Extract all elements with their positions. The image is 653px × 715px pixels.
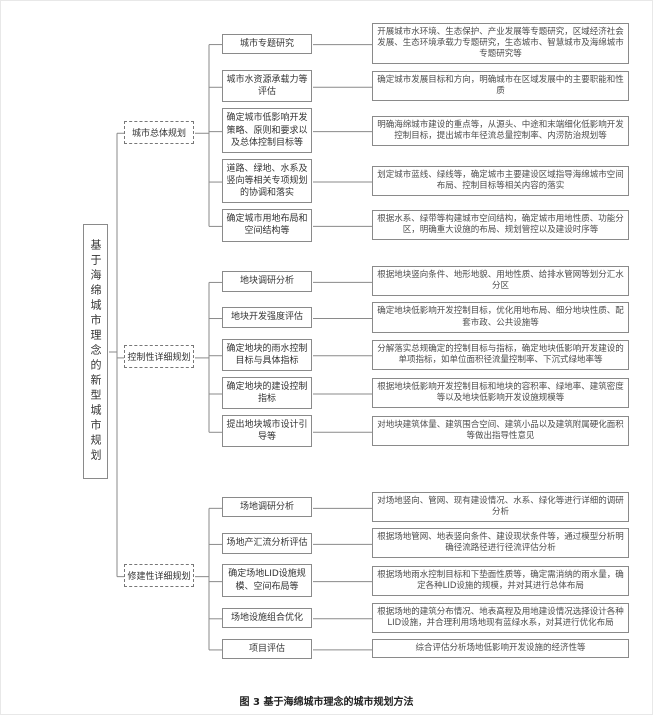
task-label: 确定场地LID设施规模、空间布局等 <box>228 569 306 592</box>
description-box: 确定城市发展目标和方向，明确城市在区域发展中的主要职能和性质 <box>372 71 629 102</box>
task-box: 确定场地LID设施规模、空间布局等 <box>222 564 312 597</box>
plan-section: 控制性详细规划 地块调研分析 根据地块竖向条件、地形地貌、用地性质、给排水管网等… <box>124 254 629 461</box>
task-box: 提出地块城市设计引导等 <box>222 415 312 448</box>
description-box: 对场地竖向、管网、现有建设情况、水系、绿化等进行详细的调研分析 <box>372 492 629 523</box>
task-box: 确定城市低影响开发策略、原则和要求以及总体控制目标等 <box>222 108 312 153</box>
section-rows: 城市专题研究 开展城市水环境、生态保护、产业发展等专题研究，区域经济社会发展、生… <box>222 23 629 242</box>
flow-row: 确定地块的建设控制指标 根据地块低影响开发控制目标和地块的容积率、绿地率、建筑密… <box>222 376 629 410</box>
flow-row: 确定地块的雨水控制目标与具体指标 分解落实总规确定的控制目标与指标，确定地块低影… <box>222 338 629 371</box>
task-label: 确定城市低影响开发策略、原则和要求以及总体控制目标等 <box>226 113 308 148</box>
task-box: 场地设施组合优化 <box>222 607 312 628</box>
section-label: 修建性详细规划 <box>124 564 194 588</box>
section-rows: 地块调研分析 根据地块竖向条件、地形地貌、用地性质、给排水管网等划分汇水分区 地… <box>222 266 629 448</box>
task-box: 城市专题研究 <box>222 33 312 54</box>
description-text: 根据地块低影响开发控制目标和地块的容积率、绿地率、建筑密度等以及地块低影响开发设… <box>377 381 624 403</box>
description-box: 划定城市蓝线、绿线等，确定城市主要建设区域指导海绵城市空间布局、控制目标等相关内… <box>372 166 629 197</box>
description-text: 确定地块低影响开发控制目标，优化用地布局、细分地块性质、配套市政、公共设施等 <box>377 306 624 328</box>
description-box: 根据场地的建筑分布情况、地表高程及用地建设情况选择设计各种LID设施，并合理利用… <box>372 602 629 633</box>
task-label: 确定城市用地布局和空间结构等 <box>226 214 308 237</box>
task-box: 地块开发强度评估 <box>222 307 312 328</box>
description-text: 综合评估分析场地低影响开发设施的经济性等 <box>415 643 586 654</box>
flowchart: 基于海绵城市理念的新型城市规划 城市总体规划 城市专题研究 开展城市水环境、生态… <box>83 23 629 679</box>
description-box: 对地块建筑体量、建筑围合空间、建筑小品以及建筑附属硬化面积等做出指导性意见 <box>372 416 629 447</box>
task-label: 项目评估 <box>248 643 285 654</box>
task-box: 地块调研分析 <box>222 271 312 292</box>
description-text: 确定城市发展目标和方向，明确城市在区域发展中的主要职能和性质 <box>377 75 624 97</box>
task-box: 确定地块的雨水控制目标与具体指标 <box>222 338 312 371</box>
figure-caption: 图 3 基于海绵城市理念的城市规划方法 <box>239 697 414 708</box>
description-box: 明确海绵城市建设的重点等，从源头、中途和末端细化低影响开发控制目标，提出城市年径… <box>372 115 629 146</box>
description-box: 根据地块低影响开发控制目标和地块的容积率、绿地率、建筑密度等以及地块低影响开发设… <box>372 377 629 409</box>
flow-row: 项目评估 综合评估分析场地低影响开发设施的经济性等 <box>222 638 629 659</box>
description-text: 根据地块竖向条件、地形地貌、用地性质、给排水管网等划分汇水分区 <box>377 270 624 292</box>
root-column: 基于海绵城市理念的新型城市规划 <box>83 23 108 679</box>
sections-column: 城市总体规划 城市专题研究 开展城市水环境、生态保护、产业发展等专题研究，区域经… <box>124 23 629 679</box>
task-label: 场地产汇流分析评估 <box>226 538 308 549</box>
description-box: 综合评估分析场地低影响开发设施的经济性等 <box>372 639 629 659</box>
description-text: 根据场地管网、地表竖向条件、建设现状条件等，通过模型分析明确径流路径进行径流评估… <box>377 532 624 554</box>
plan-section: 修建性详细规划 场地调研分析 对场地竖向、管网、现有建设情况、水系、绿化等进行详… <box>124 472 629 679</box>
task-label: 确定地块的雨水控制目标与具体指标 <box>226 343 308 366</box>
task-label: 道路、绿地、水系及竖向等相关专项规划的协调和落实 <box>226 163 308 199</box>
flow-row: 场地设施组合优化 根据场地的建筑分布情况、地表高程及用地建设情况选择设计各种LI… <box>222 602 629 633</box>
section-label: 城市总体规划 <box>124 120 194 144</box>
description-text: 对场地竖向、管网、现有建设情况、水系、绿化等进行详细的调研分析 <box>377 496 624 518</box>
description-box: 分解落实总规确定的控制目标与指标，确定地块低影响开发建设的单项指标，如单位面积径… <box>372 339 629 370</box>
description-text: 分解落实总规确定的控制目标与指标，确定地块低影响开发建设的单项指标，如单位面积径… <box>377 343 624 365</box>
flow-row: 提出地块城市设计引导等 对地块建筑体量、建筑围合空间、建筑小品以及建筑附属硬化面… <box>222 415 629 448</box>
description-box: 根据场地管网、地表竖向条件、建设现状条件等，通过模型分析明确径流路径进行径流评估… <box>372 528 629 559</box>
description-text: 根据水系、绿带等构建城市空间结构，确定城市用地性质、功能分区，明确重大设施的布局… <box>377 214 624 236</box>
description-box: 根据场地雨水控制目标和下垫面性质等，确定需消纳的雨水量，确定各种LID设施的规模… <box>372 565 629 596</box>
task-label: 确定地块的建设控制指标 <box>226 381 308 404</box>
task-box: 项目评估 <box>222 638 312 659</box>
flow-row: 确定城市用地布局和空间结构等 根据水系、绿带等构建城市空间结构，确定城市用地性质… <box>222 209 629 242</box>
task-box: 场地产汇流分析评估 <box>222 533 312 554</box>
task-box: 确定城市用地布局和空间结构等 <box>222 209 312 242</box>
task-box: 道路、绿地、水系及竖向等相关专项规划的协调和落实 <box>222 158 312 204</box>
flow-row: 确定城市低影响开发策略、原则和要求以及总体控制目标等 明确海绵城市建设的重点等，… <box>222 108 629 153</box>
flow-row: 地块调研分析 根据地块竖向条件、地形地貌、用地性质、给排水管网等划分汇水分区 <box>222 266 629 297</box>
task-box: 城市水资源承载力等评估 <box>222 70 312 103</box>
description-text: 开展城市水环境、生态保护、产业发展等专题研究，区域经济社会发展、生态环境承载力专… <box>377 27 624 60</box>
task-label: 城市专题研究 <box>239 38 294 49</box>
root-box: 基于海绵城市理念的新型城市规划 <box>83 223 108 479</box>
description-box: 根据地块竖向条件、地形地貌、用地性质、给排水管网等划分汇水分区 <box>372 266 629 297</box>
task-label: 场地设施组合优化 <box>230 612 303 623</box>
section-label: 控制性详细规划 <box>124 345 194 369</box>
flow-row: 城市专题研究 开展城市水环境、生态保护、产业发展等专题研究，区域经济社会发展、生… <box>222 23 629 65</box>
flow-row: 城市水资源承载力等评估 确定城市发展目标和方向，明确城市在区域发展中的主要职能和… <box>222 70 629 103</box>
flow-row: 场地调研分析 对场地竖向、管网、现有建设情况、水系、绿化等进行详细的调研分析 <box>222 492 629 523</box>
task-label: 城市水资源承载力等评估 <box>226 75 308 98</box>
description-text: 根据场地雨水控制目标和下垫面性质等，确定需消纳的雨水量，确定各种LID设施的规模… <box>377 569 624 591</box>
task-box: 场地调研分析 <box>222 497 312 518</box>
flow-row: 道路、绿地、水系及竖向等相关专项规划的协调和落实 划定城市蓝线、绿线等，确定城市… <box>222 158 629 204</box>
plan-section: 城市总体规划 城市专题研究 开展城市水环境、生态保护、产业发展等专题研究，区域经… <box>124 23 629 242</box>
description-text: 明确海绵城市建设的重点等，从源头、中途和末端细化低影响开发控制目标，提出城市年径… <box>377 119 624 141</box>
description-text: 对地块建筑体量、建筑围合空间、建筑小品以及建筑附属硬化面积等做出指导性意见 <box>377 420 624 442</box>
task-label: 地块开发强度评估 <box>230 312 303 323</box>
description-box: 开展城市水环境、生态保护、产业发展等专题研究，区域经济社会发展、生态环境承载力专… <box>372 23 629 65</box>
description-text: 根据场地的建筑分布情况、地表高程及用地建设情况选择设计各种LID设施，并合理利用… <box>377 606 624 628</box>
description-text: 划定城市蓝线、绿线等，确定城市主要建设区域指导海绵城市空间布局、控制目标等相关内… <box>377 170 624 192</box>
section-rows: 场地调研分析 对场地竖向、管网、现有建设情况、水系、绿化等进行详细的调研分析 场… <box>222 492 629 659</box>
flow-row: 场地产汇流分析评估 根据场地管网、地表竖向条件、建设现状条件等，通过模型分析明确… <box>222 528 629 559</box>
task-label: 地块调研分析 <box>239 276 294 287</box>
task-label: 提出地块城市设计引导等 <box>226 420 308 443</box>
description-box: 根据水系、绿带等构建城市空间结构，确定城市用地性质、功能分区，明确重大设施的布局… <box>372 210 629 241</box>
flow-row: 确定场地LID设施规模、空间布局等 根据场地雨水控制目标和下垫面性质等，确定需消… <box>222 564 629 597</box>
task-label: 场地调研分析 <box>239 502 294 513</box>
description-box: 确定地块低影响开发控制目标，优化用地布局、细分地块性质、配套市政、公共设施等 <box>372 302 629 333</box>
task-box: 确定地块的建设控制指标 <box>222 376 312 410</box>
flow-row: 地块开发强度评估 确定地块低影响开发控制目标，优化用地布局、细分地块性质、配套市… <box>222 302 629 333</box>
